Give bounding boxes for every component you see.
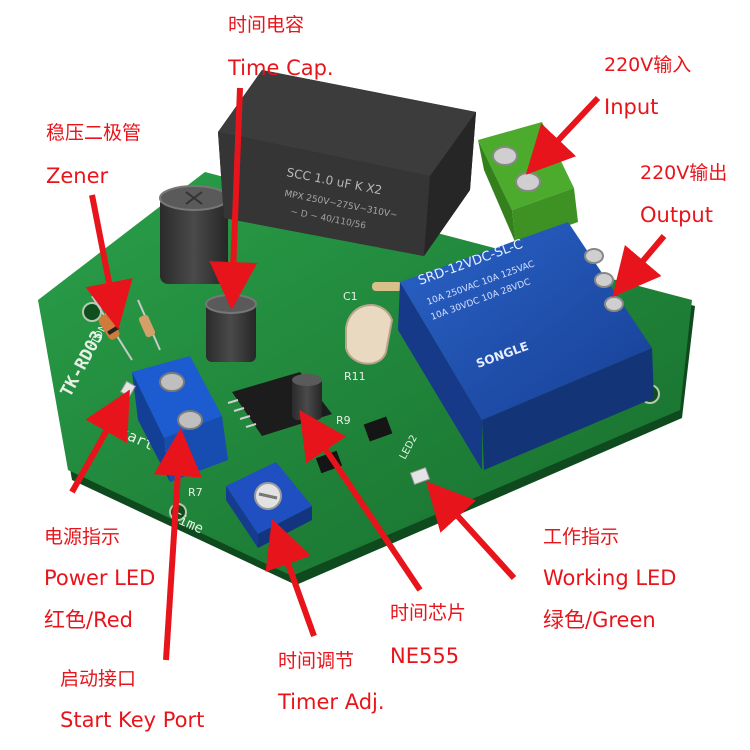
label-zener-en: Zener (46, 164, 109, 188)
electrolytic-capacitor-small (205, 294, 257, 362)
arrow-zener (85, 194, 133, 330)
label-working-led-cn: 工作指示 (543, 526, 620, 548)
label-working-led-en: Working LED (543, 566, 677, 590)
label-start-key-en: Start Key Port (60, 708, 205, 732)
label-input-en: Input (604, 95, 659, 119)
arrow-timer-adj (265, 518, 317, 638)
r9-silkscreen: R9 (336, 414, 351, 427)
label-timer-adj-cn: 时间调节 (278, 650, 355, 672)
r11-silkscreen: R11 (344, 370, 366, 383)
label-output-cn: 220V输出 (640, 162, 728, 184)
label-chip-en: NE555 (390, 644, 460, 668)
label-zener-cn: 稳压二极管 (46, 122, 142, 144)
label-timer-adj-en: Timer Adj. (278, 690, 385, 714)
r7-silkscreen: R7 (188, 486, 203, 499)
label-input-cn: 220V输入 (604, 54, 692, 76)
arrow-chip (299, 410, 423, 592)
arrow-input (525, 95, 601, 175)
label-time-cap-cn: 时间电容 (228, 14, 305, 36)
arrow-time-cap (209, 87, 258, 310)
c1-silkscreen: C1 (343, 290, 358, 303)
arrow-working-led (425, 481, 517, 581)
label-power-led-en: Power LED (44, 566, 156, 590)
time-capacitor: SCC 1.0 uF K X2 MPX 250V~275V~310V~ ~ D … (218, 70, 476, 256)
arrow-output (612, 234, 667, 298)
arrow-power-led (69, 389, 130, 494)
electrolytic-capacitor-large (159, 185, 229, 284)
label-working-led-color: 绿色/Green (543, 608, 656, 632)
label-time-cap-en: Time Cap. (228, 56, 334, 80)
label-output-en: Output (640, 203, 713, 227)
working-led (409, 466, 431, 486)
small-capacitor (292, 374, 322, 420)
label-start-key-cn: 启动接口 (60, 668, 137, 690)
relay: SRD-12VDC-SL-C 10A 250VAC 10A 125VAC 10A… (398, 222, 654, 470)
callout-arrows (69, 87, 667, 661)
label-chip-cn: 时间芯片 (390, 602, 467, 624)
arrow-start-key (153, 428, 202, 661)
label-power-led-cn: 电源指示 (44, 526, 121, 548)
label-power-led-color: 红色/Red (44, 608, 133, 632)
